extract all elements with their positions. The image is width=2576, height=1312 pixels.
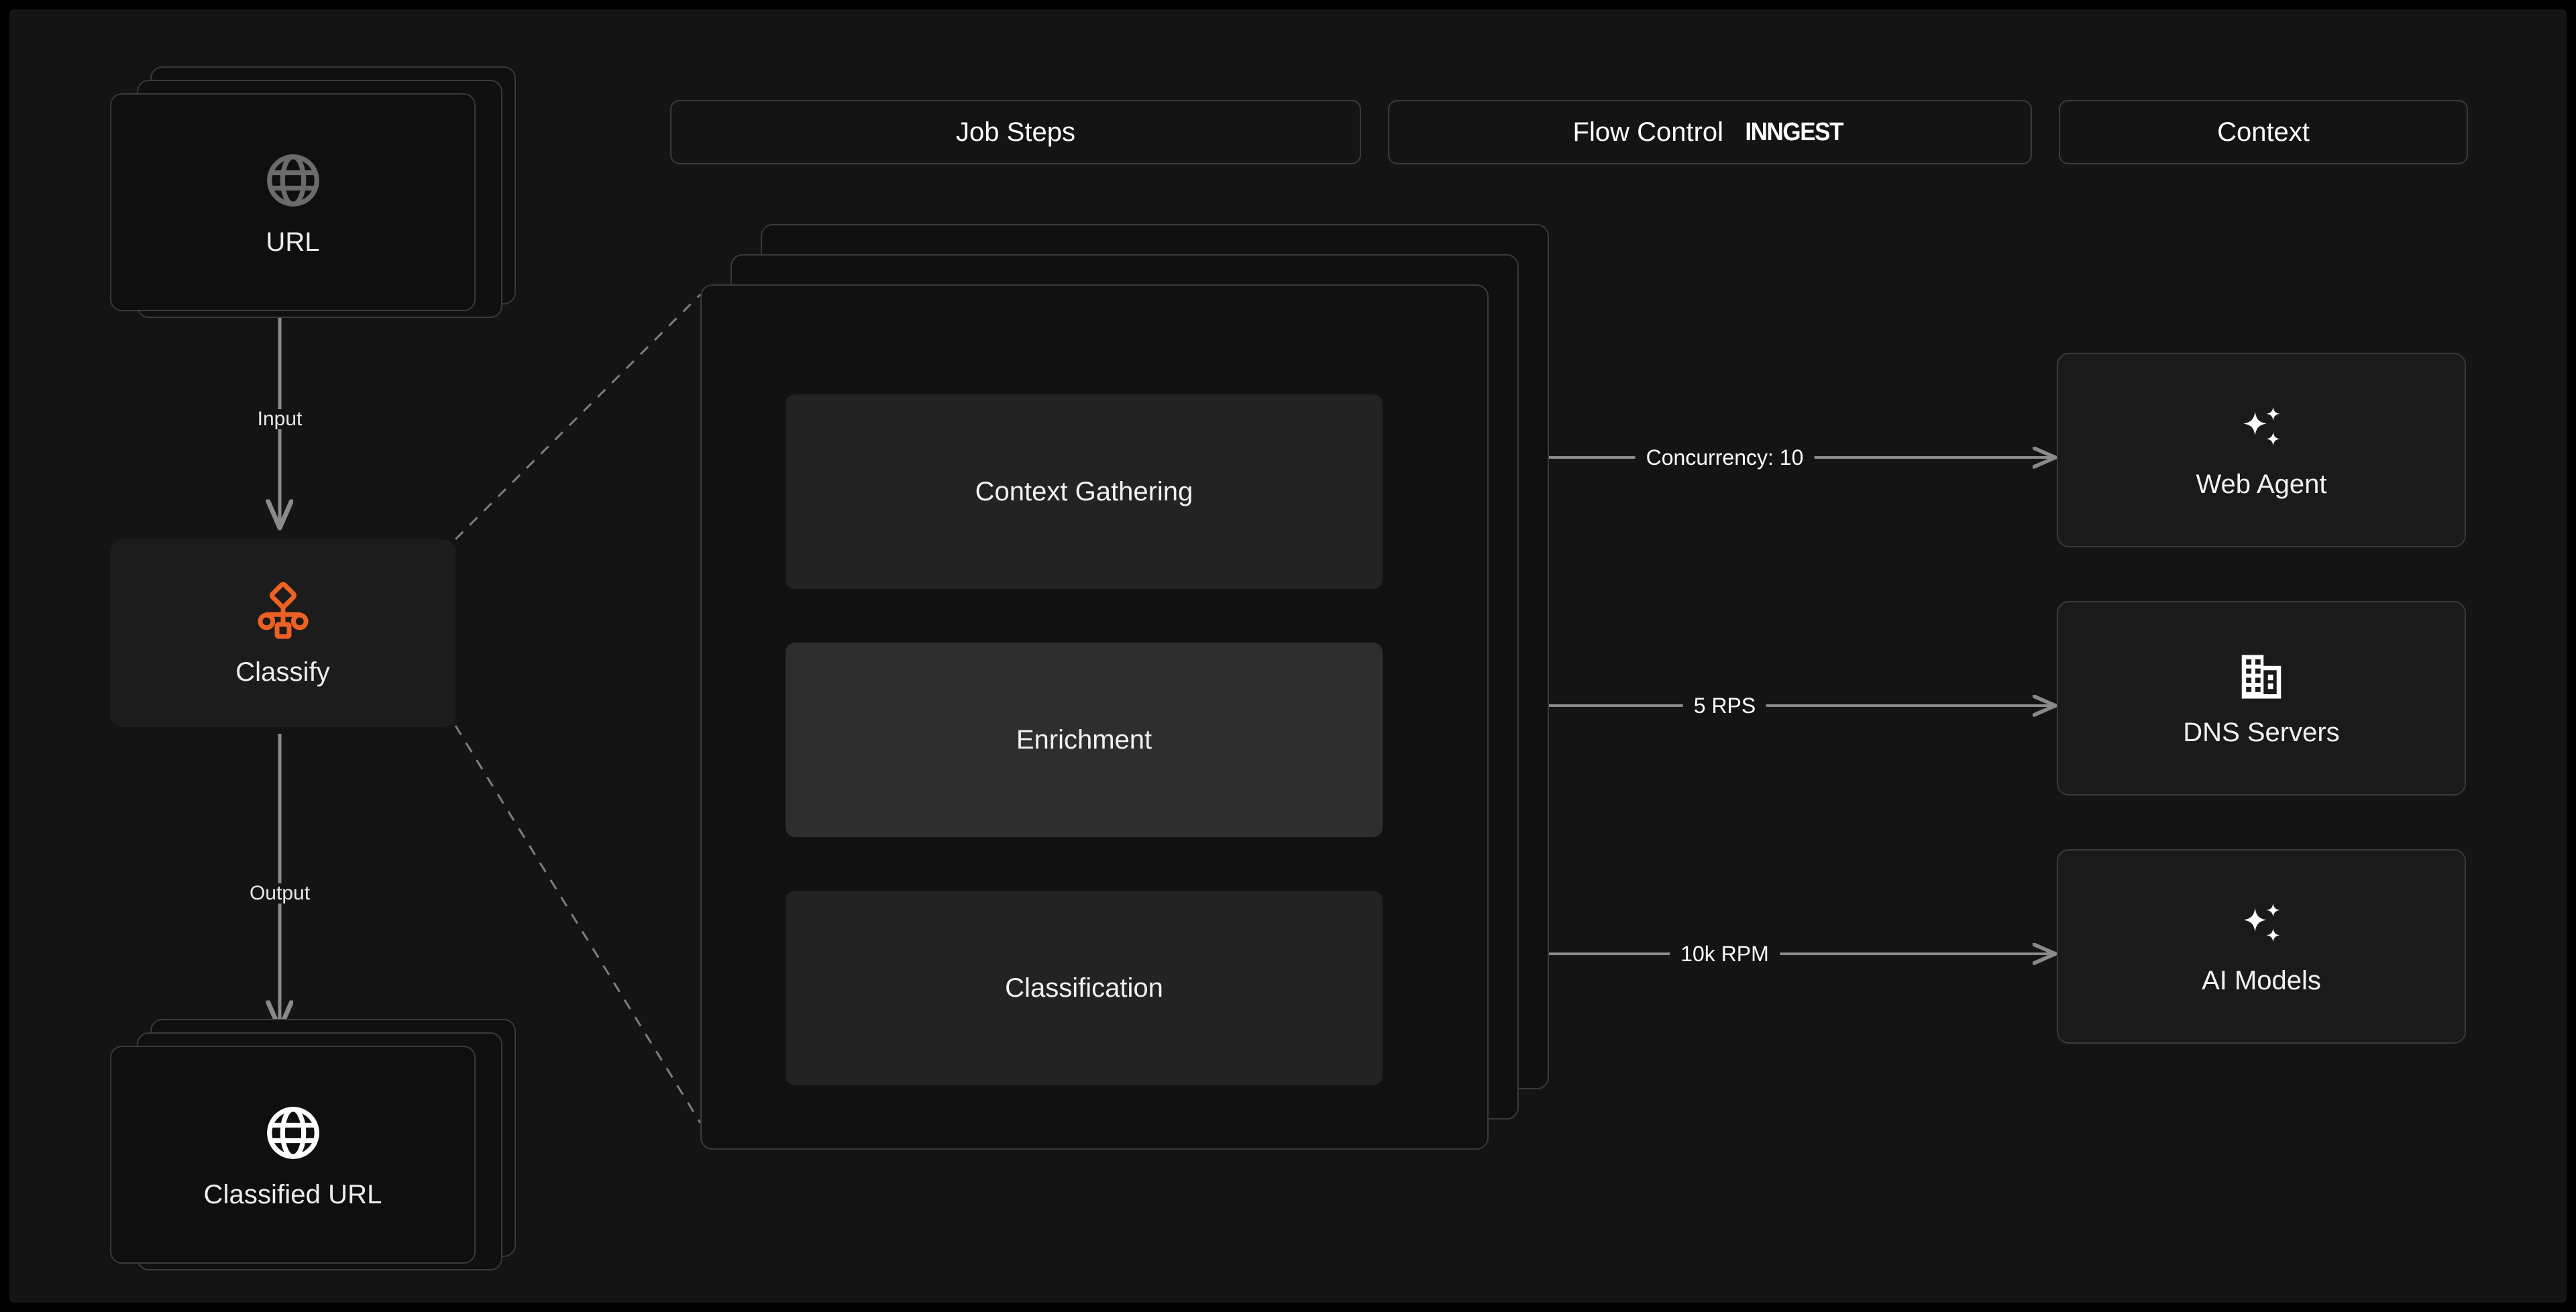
sparkles-icon	[2235, 899, 2288, 951]
job-step-label: Enrichment	[1016, 725, 1152, 755]
context-card-dns-servers[interactable]: DNS Servers	[2057, 601, 2466, 796]
job-steps-panel: Context Gathering Enrichment Classificat…	[700, 284, 1489, 1150]
funnel-line-top	[454, 293, 702, 541]
classified-url-card[interactable]: Classified URL	[110, 1046, 476, 1264]
tab-flow-control-label: Flow Control	[1572, 117, 1724, 147]
globe-icon	[262, 1102, 324, 1164]
tab-job-steps[interactable]: Job Steps	[670, 100, 1361, 164]
diagram-canvas: Job Steps Flow Control INNGEST Context U…	[9, 9, 2567, 1303]
input-edge-label: Input	[245, 409, 315, 429]
context-card-label: AI Models	[2202, 966, 2321, 995]
connector-label-concurrency: Concurrency: 10	[1635, 447, 1815, 468]
context-card-label: DNS Servers	[2183, 718, 2340, 747]
job-step-label: Classification	[1005, 973, 1163, 1003]
classified-url-card-label: Classified URL	[203, 1179, 382, 1209]
classify-tree-icon	[253, 581, 313, 641]
tab-context[interactable]: Context	[2059, 100, 2468, 164]
globe-icon	[262, 150, 324, 211]
tab-flow-control[interactable]: Flow Control INNGEST	[1388, 100, 2032, 164]
inngest-wordmark: INNGEST	[1745, 118, 1843, 146]
job-step-label: Context Gathering	[975, 477, 1193, 506]
url-card[interactable]: URL	[110, 93, 476, 311]
job-step-enrichment[interactable]: Enrichment	[786, 643, 1383, 837]
connector-label-rps: 5 RPS	[1682, 695, 1767, 716]
tab-context-label: Context	[2217, 117, 2310, 147]
building-icon	[2235, 651, 2288, 703]
classify-card-label: Classify	[235, 657, 330, 687]
output-edge-label: Output	[237, 883, 323, 904]
job-step-classification[interactable]: Classification	[786, 891, 1383, 1085]
url-card-label: URL	[266, 227, 320, 257]
tab-job-steps-label: Job Steps	[956, 117, 1075, 147]
connector-label-rpm: 10k RPM	[1670, 943, 1780, 965]
classify-card[interactable]: Classify	[110, 539, 455, 727]
sparkles-icon	[2235, 402, 2288, 455]
context-card-web-agent[interactable]: Web Agent	[2057, 353, 2466, 547]
context-card-label: Web Agent	[2196, 470, 2327, 499]
job-step-context-gathering[interactable]: Context Gathering	[786, 394, 1383, 589]
context-card-ai-models[interactable]: AI Models	[2057, 849, 2466, 1044]
